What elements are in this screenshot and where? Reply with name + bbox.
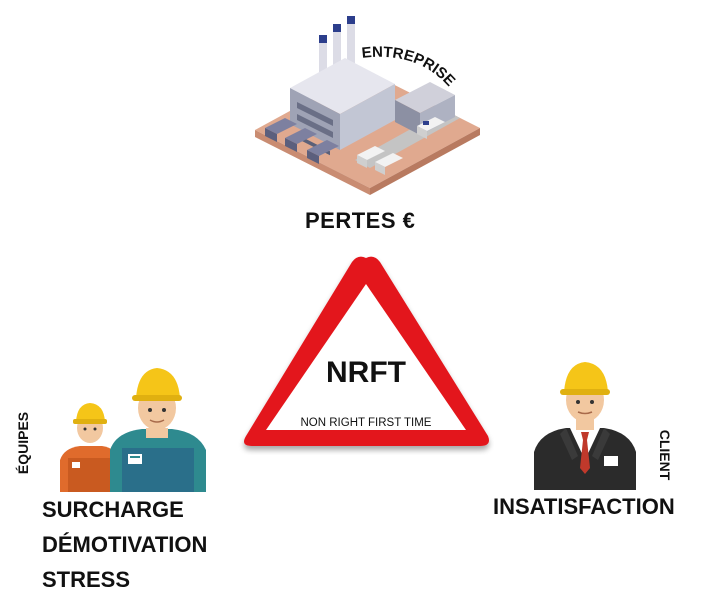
demotivation-label: DÉMOTIVATION [42, 532, 208, 557]
stress-label: STRESS [42, 567, 131, 592]
equipes-tag-wrap: ÉQUIPES [10, 392, 36, 492]
svg-text:ENTREPRISE: ENTREPRISE [361, 44, 459, 90]
insatisfaction-label: INSATISFACTION [493, 494, 675, 519]
warning-triangle-icon: NRFT NON RIGHT FIRST TIME [244, 256, 489, 446]
client-tag-wrap: CLIENT [652, 420, 678, 490]
pertes-label: PERTES € [305, 208, 416, 233]
team-effects-list: SURCHARGE DÉMOTIVATION STRESS [42, 492, 207, 597]
workers-icon [60, 368, 206, 492]
nrft-title: NRFT [326, 356, 406, 389]
nrft-subtitle: NON RIGHT FIRST TIME [301, 417, 432, 429]
entreprise-tag: ENTREPRISE [361, 44, 459, 90]
businessman-icon [534, 362, 636, 490]
entreprise-text: ENTREPRISE [361, 44, 459, 90]
client-tag: CLIENT [657, 429, 673, 481]
equipes-tag: ÉQUIPES [15, 411, 31, 475]
surcharge-label: SURCHARGE [42, 497, 184, 522]
factory-icon [255, 16, 480, 195]
